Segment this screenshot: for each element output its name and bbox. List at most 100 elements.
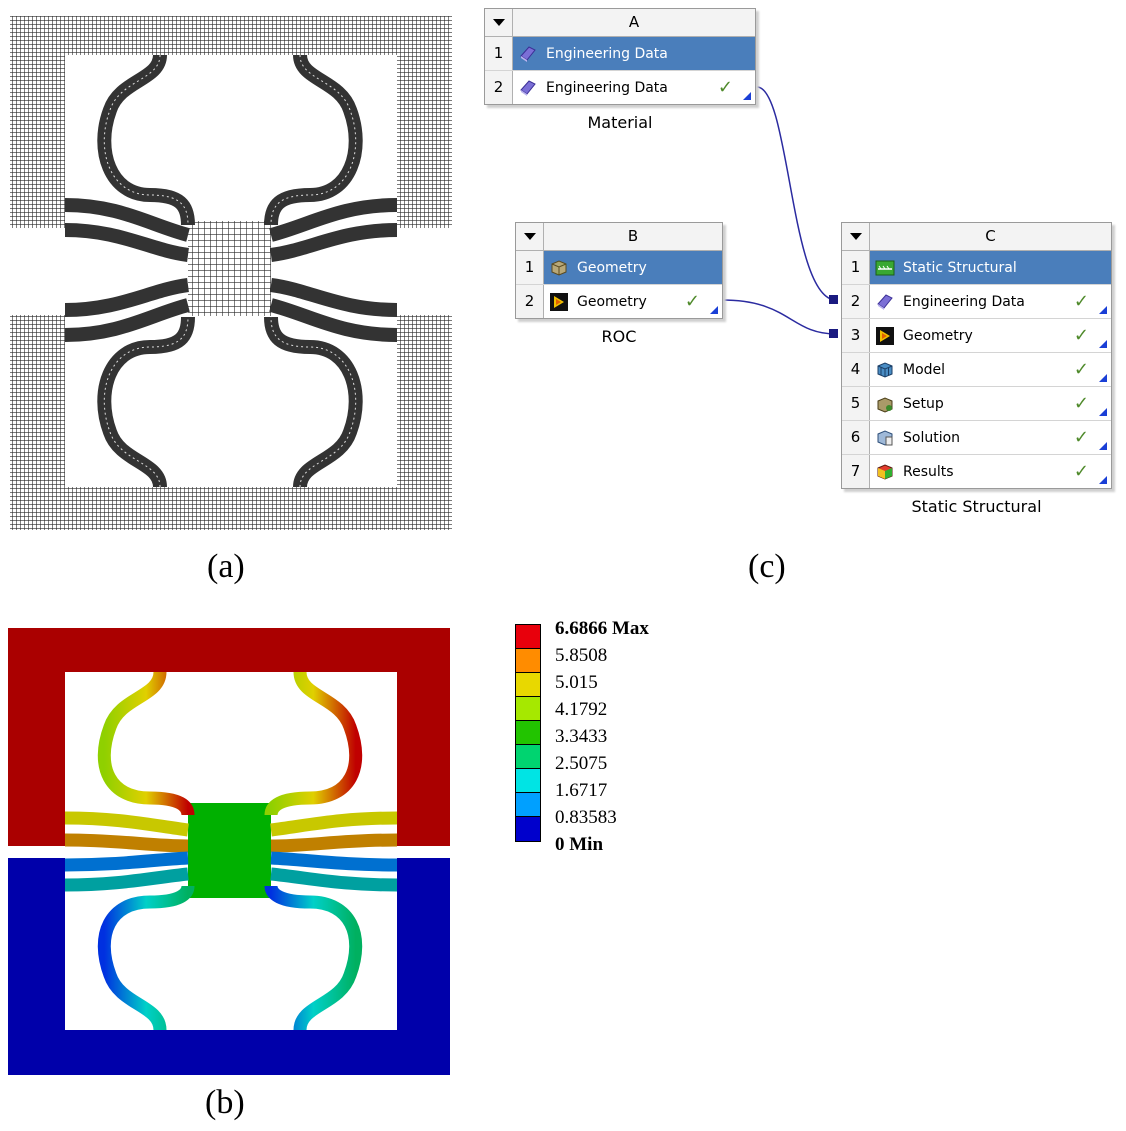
- cell-corner-triangle-icon: [743, 92, 751, 100]
- cell-label-area[interactable]: Model ✓: [870, 353, 1111, 386]
- system-caption: Material: [587, 113, 653, 132]
- cell-label: Static Structural: [903, 259, 1017, 276]
- status-check-icon: ✓: [1073, 325, 1089, 346]
- cell-label: Setup: [903, 395, 944, 412]
- legend-swatch: [516, 721, 540, 745]
- cell-label-area[interactable]: Geometry ✓: [544, 285, 722, 318]
- cell-label: Geometry: [577, 259, 647, 276]
- legend-color-bar: [515, 624, 541, 842]
- mesh-figure: [10, 16, 452, 530]
- legend-value-label: 1.6717: [555, 780, 608, 801]
- dropdown-arrow-icon[interactable]: [485, 9, 513, 36]
- center-plate-mesh: [188, 221, 271, 316]
- connector-c2: [829, 295, 838, 304]
- center-plate-contour: [188, 803, 271, 898]
- legend-value-label: 5.8508: [555, 645, 608, 666]
- system-header: B: [516, 223, 722, 251]
- cell-label-area[interactable]: Engineering Data✓: [513, 71, 755, 104]
- row-number: 2: [516, 285, 544, 318]
- connection-lines: [721, 86, 838, 338]
- cell-label-area[interactable]: Static Structural: [870, 251, 1111, 284]
- status-check-icon: ✓: [684, 291, 700, 312]
- cell-label: Solution: [903, 429, 961, 446]
- cell-label-area[interactable]: Solution ✓: [870, 421, 1111, 454]
- system-header: A: [485, 9, 755, 37]
- legend-swatch: [516, 649, 540, 673]
- legend-value-label: 2.5075: [555, 753, 608, 774]
- cell-label-area[interactable]: Setup ✓: [870, 387, 1111, 420]
- cell-label: Geometry: [903, 327, 973, 344]
- cell-label: Engineering Data: [546, 45, 668, 62]
- cell-corner-triangle-icon: [1099, 306, 1107, 314]
- row-number: 5: [842, 387, 870, 420]
- row-number: 1: [516, 251, 544, 284]
- cell-row-results[interactable]: 7 Results ✓: [842, 455, 1111, 488]
- cell-corner-triangle-icon: [1099, 408, 1107, 416]
- status-check-icon: ✓: [1073, 393, 1089, 414]
- cell-label: Results: [903, 463, 954, 480]
- geometry-icon: [549, 292, 569, 312]
- row-number: 2: [485, 71, 513, 104]
- engineering-data-icon: [875, 292, 895, 312]
- cell-label: Engineering Data: [546, 79, 668, 96]
- status-check-icon: ✓: [1073, 461, 1089, 482]
- legend-swatch: [516, 793, 540, 817]
- bottom-body-contour: [8, 858, 450, 1075]
- panel-label-a: (a): [207, 548, 245, 585]
- legend-value-label: 3.3433: [555, 726, 608, 747]
- setup-icon: [875, 394, 895, 414]
- status-check-icon: ✓: [1073, 427, 1089, 448]
- cell-row-model[interactable]: 4 Model ✓: [842, 353, 1111, 387]
- status-check-icon: ✓: [1073, 359, 1089, 380]
- system-caption: Static Structural: [911, 497, 1042, 516]
- model-icon: [875, 360, 895, 380]
- cell-label: Engineering Data: [903, 293, 1025, 310]
- system-letter: C: [985, 227, 996, 245]
- system-letter: B: [627, 227, 639, 245]
- row-number: 4: [842, 353, 870, 386]
- solution-icon: [875, 428, 895, 448]
- top-body-contour: [8, 628, 450, 846]
- deformation-contour-figure: [8, 628, 450, 1075]
- link-b-to-c: [721, 299, 837, 335]
- geometry-icon: [875, 326, 895, 346]
- cell-label-area[interactable]: Engineering Data: [513, 37, 755, 70]
- legend-swatch: [516, 745, 540, 769]
- cell-row-setup[interactable]: 5 Setup ✓: [842, 387, 1111, 421]
- legend-value-label: 0 Min: [555, 834, 604, 855]
- system-caption: ROC: [601, 327, 637, 346]
- cell-label-area[interactable]: Geometry ✓: [870, 319, 1111, 352]
- dropdown-arrow-icon[interactable]: [516, 223, 544, 250]
- cell-row-geometry[interactable]: 3 Geometry ✓: [842, 319, 1111, 353]
- cell-label-area[interactable]: Geometry: [544, 251, 722, 284]
- legend-swatch: [516, 697, 540, 721]
- engineering-data-icon: [518, 78, 538, 98]
- cell-label: Model: [903, 361, 946, 378]
- connector-c3: [829, 329, 838, 338]
- cell-label-area[interactable]: Engineering Data✓: [870, 285, 1111, 318]
- legend-swatch: [516, 817, 540, 841]
- cell-label: Geometry: [577, 293, 647, 310]
- cell-label-area[interactable]: Results ✓: [870, 455, 1111, 488]
- cell-row-geometry[interactable]: 1 Geometry: [516, 251, 722, 285]
- legend-swatch: [516, 673, 540, 697]
- cell-row-geometry[interactable]: 2 Geometry ✓: [516, 285, 722, 318]
- legend-value-label: 6.6866 Max: [555, 618, 649, 639]
- panel-label-c: (c): [748, 548, 786, 585]
- row-number: 7: [842, 455, 870, 488]
- system-letter: A: [628, 13, 640, 31]
- cell-corner-triangle-icon: [1099, 340, 1107, 348]
- row-number: 3: [842, 319, 870, 352]
- dropdown-arrow-icon[interactable]: [842, 223, 870, 250]
